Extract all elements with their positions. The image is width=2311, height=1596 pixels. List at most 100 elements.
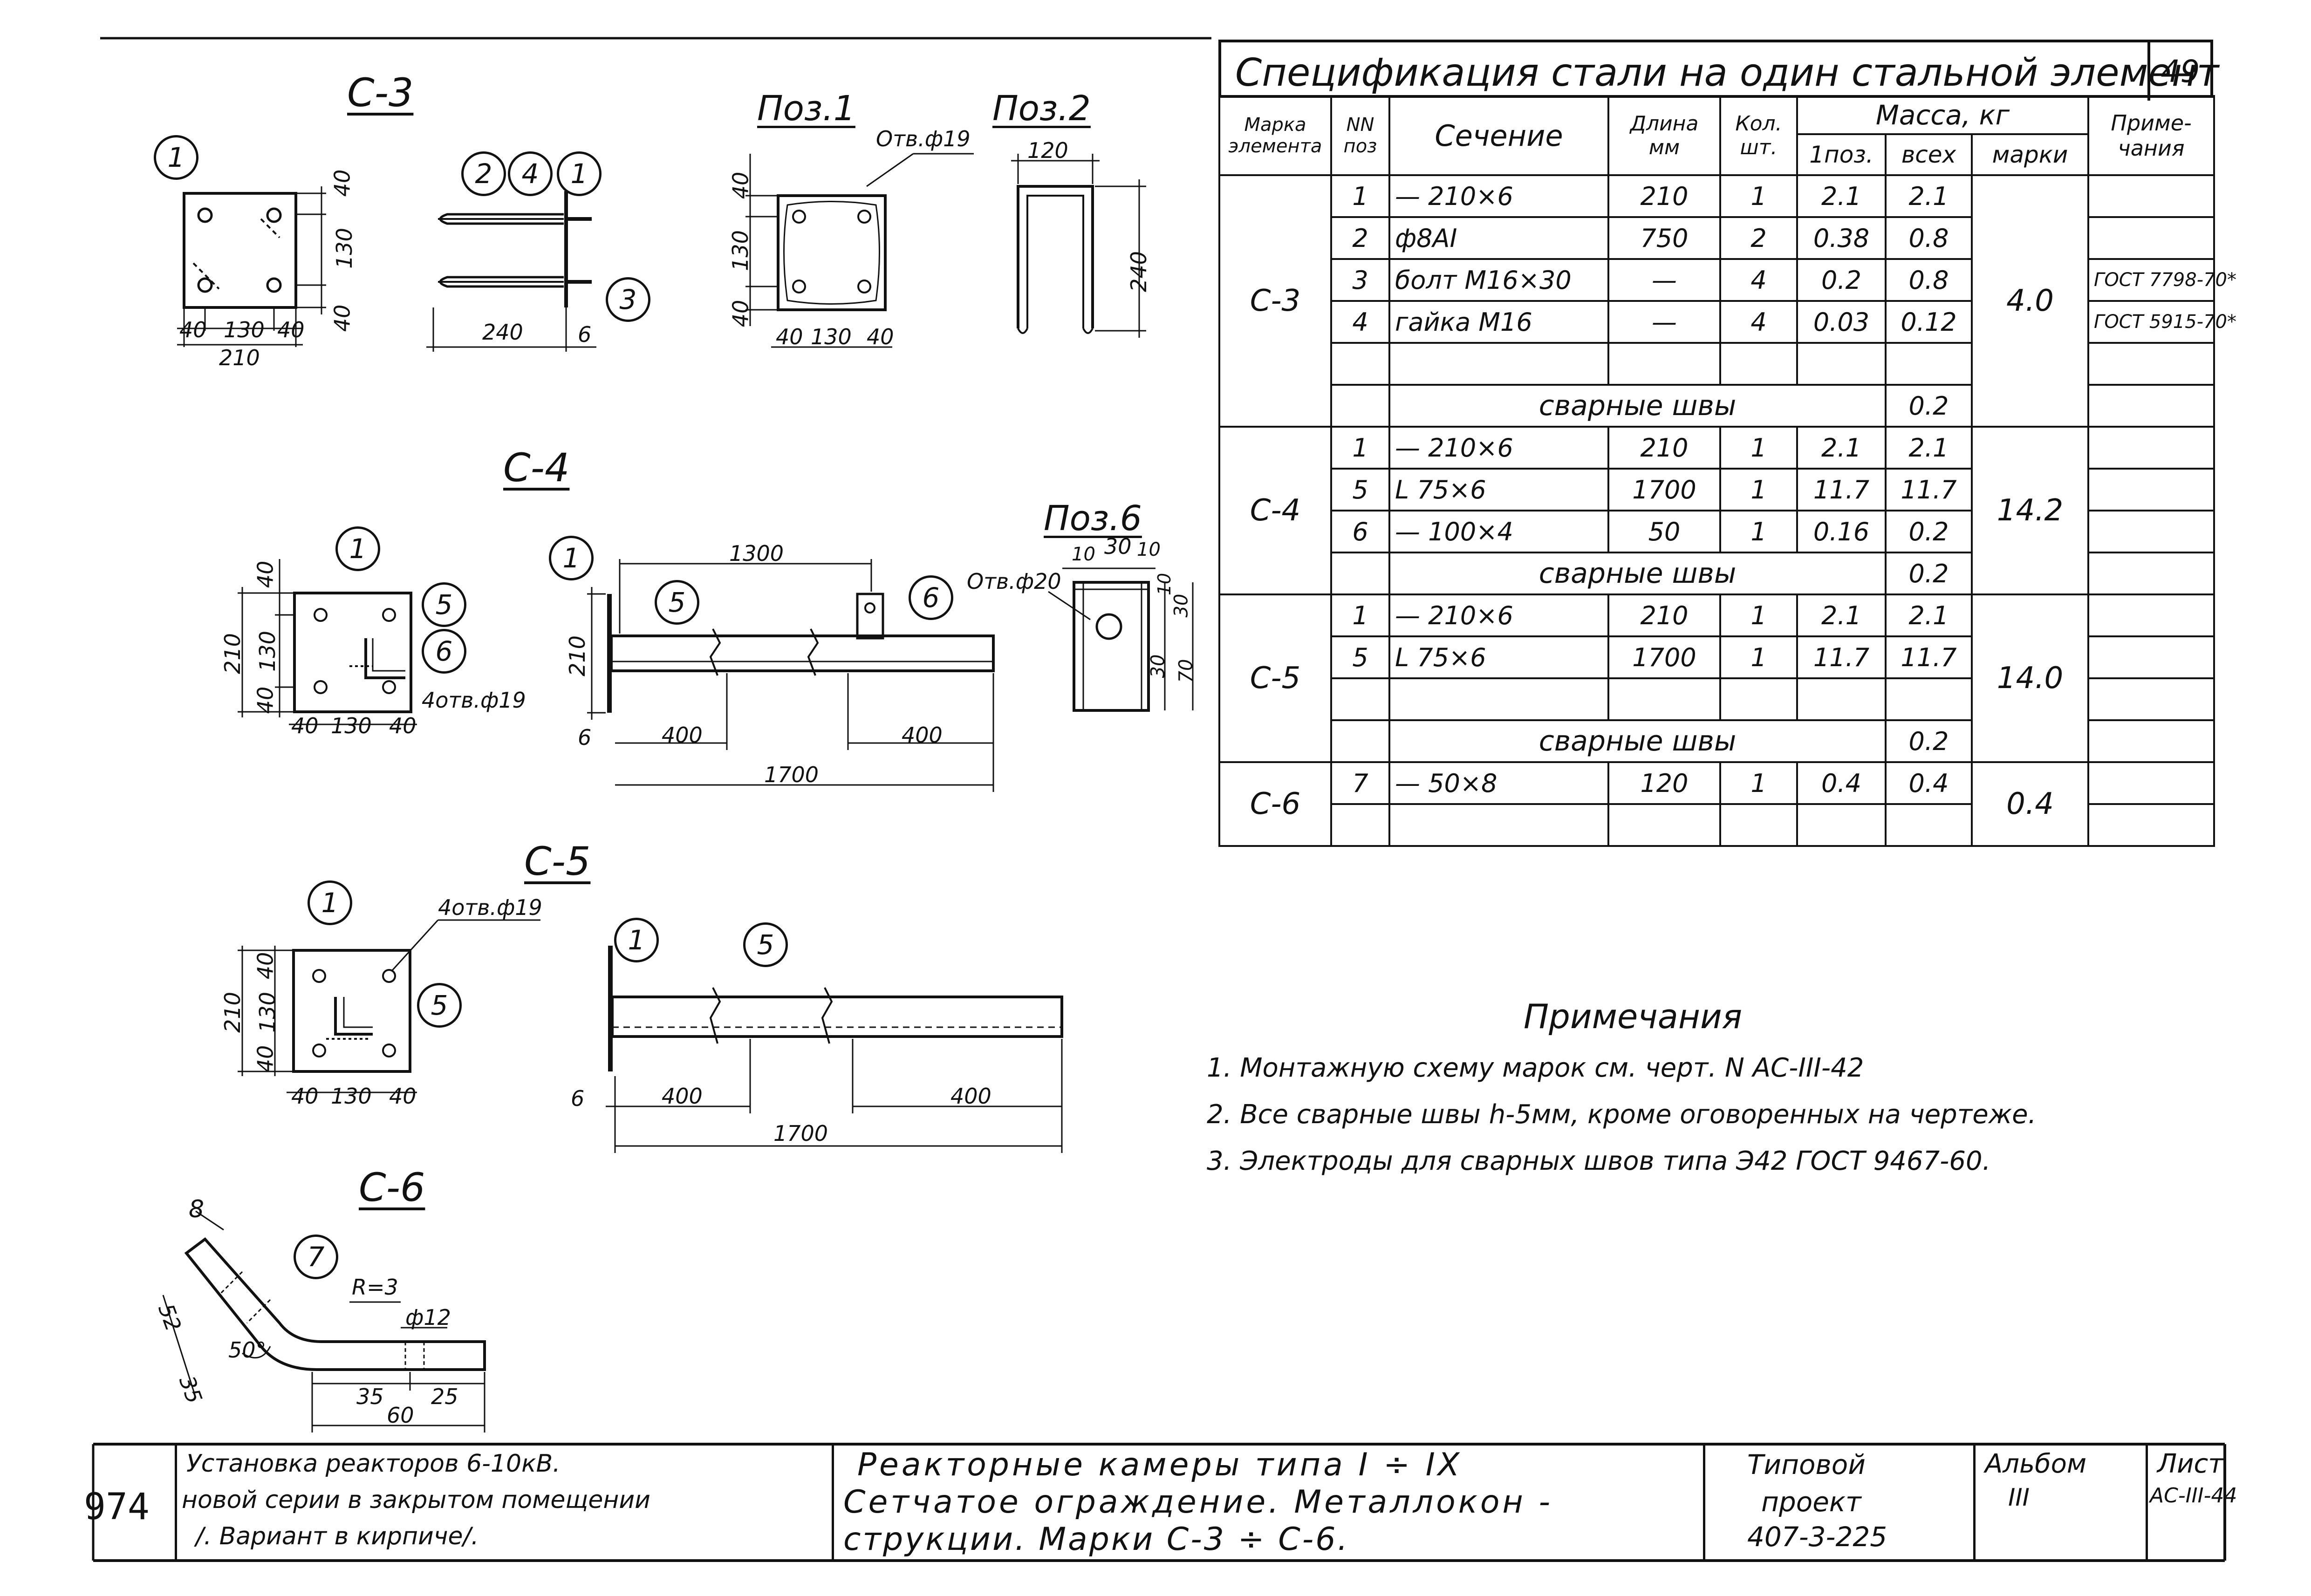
spec-cell-pos: 4 bbox=[1330, 300, 1390, 344]
c5-dim-h-right: 40 bbox=[389, 1084, 417, 1109]
stamp-title-line3: струкции. Марки С-3 ÷ С-6. bbox=[843, 1521, 1350, 1558]
c6-title: С-6 bbox=[359, 1165, 425, 1210]
spec-cell-m1 bbox=[1796, 342, 1887, 386]
c3-callout-1: 1 bbox=[154, 135, 198, 180]
spec-cell-m1: 2.1 bbox=[1796, 593, 1887, 637]
c3-title: С-3 bbox=[347, 70, 414, 116]
c4-dim-v-mid: 130 bbox=[254, 631, 280, 672]
spec-cell-qty: 4 bbox=[1719, 300, 1798, 344]
spec-cell-section: гайка М16 bbox=[1388, 300, 1609, 344]
spec-cell-welds-mass: 0.2 bbox=[1885, 719, 1973, 763]
spec-head-mass: Масса, кг bbox=[1796, 95, 2090, 135]
c4-dim-v-total: 210 bbox=[219, 633, 245, 674]
spec-cell-qty: 1 bbox=[1719, 510, 1798, 553]
spec-cell-pos: 5 bbox=[1330, 468, 1390, 512]
spec-cell-mark: С-6 bbox=[1218, 761, 1332, 847]
spec-cell-m1: 2.1 bbox=[1796, 174, 1887, 218]
spec-cell-pos: 7 bbox=[1330, 761, 1390, 805]
c3-dim-v-mid: 130 bbox=[331, 228, 357, 269]
spec-cell-mark-mass: 4.0 bbox=[1970, 174, 2090, 428]
spec-row bbox=[1219, 677, 2215, 721]
spec-row bbox=[1219, 803, 2215, 847]
c5-callout-5: 5 bbox=[417, 983, 462, 1028]
spec-cell-note bbox=[2087, 719, 2215, 763]
pos6-dim-v1: 10 bbox=[1154, 573, 1175, 596]
spec-title-row: Спецификация стали на один стальной элем… bbox=[1218, 40, 2219, 101]
spec-cell-mall: 0.12 bbox=[1885, 300, 1973, 344]
spec-cell-welds: сварные швы bbox=[1388, 552, 1887, 595]
c3-plate bbox=[183, 192, 297, 309]
stamp-project-box: Типовой проект 407-3-225 bbox=[1703, 1444, 1973, 1561]
c6-dim-h1: 35 bbox=[356, 1384, 384, 1409]
spec-cell-qty: 1 bbox=[1719, 174, 1798, 218]
spec-cell-length: — bbox=[1607, 300, 1721, 344]
c4-callout-1: 1 bbox=[335, 526, 380, 571]
pos2-dim-width: 120 bbox=[1027, 138, 1068, 163]
c4-dim-h-right: 40 bbox=[389, 713, 417, 738]
stamp-album-number: III bbox=[2008, 1484, 2030, 1512]
title-block: 974 Установка реакторов 6-10кВ. новой се… bbox=[84, 1444, 2237, 1561]
spec-head-mass-mark: марки bbox=[1970, 133, 2090, 176]
spec-cell-qty: 1 bbox=[1719, 468, 1798, 512]
c5-dim-h-left: 40 bbox=[291, 1084, 319, 1109]
note-2: 2. Все сварные швы h-5мм, кроме оговорен… bbox=[1207, 1099, 2037, 1130]
c5-dim-v-top: 40 bbox=[253, 952, 278, 980]
spec-cell-note bbox=[2087, 635, 2215, 679]
pos2-dim-height: 240 bbox=[1126, 251, 1151, 292]
c5-dim-v-mid: 130 bbox=[254, 992, 280, 1033]
spec-cell-qty: 1 bbox=[1719, 593, 1798, 637]
spec-cell-welds-mass: 0.2 bbox=[1885, 384, 1973, 428]
spec-cell-section: — 210×6 bbox=[1388, 593, 1609, 637]
spec-cell-mall: 11.7 bbox=[1885, 635, 1973, 679]
spec-cell-m1: 2.1 bbox=[1796, 426, 1887, 470]
stamp-sheet-label: Лист bbox=[2157, 1449, 2223, 1479]
pos1-title: Поз.1 bbox=[757, 89, 855, 129]
c5-holes: 4отв.ф19 bbox=[438, 895, 542, 920]
c6-callout-7: 7 bbox=[294, 1235, 338, 1279]
c5-callout-1b: 1 bbox=[614, 918, 659, 962]
spec-cell-note bbox=[2087, 216, 2215, 260]
spec-cell-m1: 11.7 bbox=[1796, 468, 1887, 512]
spec-head-mark: Марка элемента bbox=[1218, 95, 1332, 176]
spec-cell-qty bbox=[1719, 803, 1798, 847]
spec-cell-qty: 1 bbox=[1719, 426, 1798, 470]
c5-dim-total: 1700 bbox=[773, 1121, 828, 1146]
pos1-dim-v-bot: 40 bbox=[728, 300, 753, 327]
spec-cell-length: 210 bbox=[1607, 426, 1721, 470]
c3-dim-length: 240 bbox=[482, 320, 523, 345]
spec-cell-pos: 5 bbox=[1330, 635, 1390, 679]
spec-cell-section: L 75×6 bbox=[1388, 468, 1609, 512]
spec-cell-mall bbox=[1885, 677, 1973, 721]
spec-cell-mall: 0.2 bbox=[1885, 510, 1973, 553]
pos1-dim-v-top: 40 bbox=[728, 171, 753, 199]
c4-dim-right: 400 bbox=[902, 723, 943, 748]
spec-cell-note: ГОСТ 5915-70* bbox=[2087, 300, 2236, 344]
pos1-dim-h-right: 40 bbox=[867, 324, 894, 349]
spec-cell-note bbox=[2087, 510, 2215, 553]
spec-cell-length: 210 bbox=[1607, 174, 1721, 218]
c5-callout-1: 1 bbox=[308, 880, 352, 925]
spec-cell-m1: 0.4 bbox=[1796, 761, 1887, 805]
pos1-dim-h-mid: 130 bbox=[811, 324, 852, 349]
spec-cell-qty bbox=[1719, 342, 1798, 386]
spec-cell-section: — 210×6 bbox=[1388, 426, 1609, 470]
c3-callout-1b: 1 bbox=[557, 151, 602, 196]
pos6-dim-d3: 10 bbox=[1137, 539, 1161, 560]
spec-cell-mall: 0.8 bbox=[1885, 216, 1973, 260]
c3-dim-thick: 6 bbox=[578, 322, 592, 347]
spec-cell-mall: 2.1 bbox=[1885, 174, 1973, 218]
c4-callout-5: 5 bbox=[422, 582, 466, 627]
spec-cell-mall: 2.1 bbox=[1885, 426, 1973, 470]
spec-cell-pos bbox=[1330, 342, 1390, 386]
spec-cell-note bbox=[2087, 803, 2215, 847]
stamp-album-box: Альбом III bbox=[1973, 1444, 2146, 1561]
c3-callout-3: 3 bbox=[606, 277, 650, 322]
stamp-project-label2: проект bbox=[1761, 1486, 1861, 1518]
c4-title: С-4 bbox=[503, 445, 570, 491]
